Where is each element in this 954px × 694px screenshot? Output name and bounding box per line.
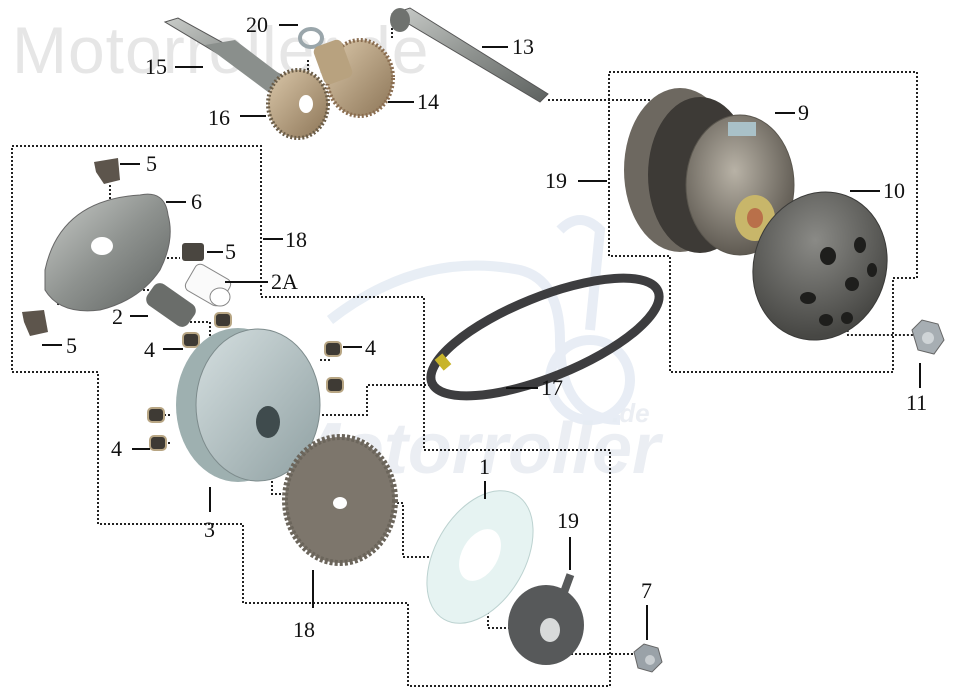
fan-disc-1 <box>426 490 534 624</box>
label-2: 2 <box>112 304 123 329</box>
slider-5-bottom <box>22 310 48 336</box>
label-2A: 2A <box>271 269 298 294</box>
drive-belt-15 <box>426 273 664 401</box>
variator-sleeve-2 <box>146 283 196 327</box>
label-19: 19 <box>557 508 579 533</box>
label-15: 17 <box>541 375 563 400</box>
nut-10 <box>911 319 945 355</box>
label-5-mid: 5 <box>225 239 236 264</box>
starter-gear-18 <box>282 434 398 566</box>
label-12: 14 <box>417 89 439 114</box>
label-9: 10 <box>883 178 905 203</box>
label-4-left: 4 <box>144 337 155 362</box>
drive-face-19 <box>508 573 584 665</box>
label-1: 1 <box>479 454 490 479</box>
label-10: 11 <box>906 390 928 415</box>
drive-shaft-11 <box>390 7 549 103</box>
label-18: 18 <box>293 617 315 642</box>
variator-pulley-3 <box>176 328 321 482</box>
nut-7 <box>633 643 663 673</box>
label-8: 9 <box>798 100 809 125</box>
label-11: 13 <box>512 34 534 59</box>
clutch-assembly-8 <box>624 88 795 256</box>
ramp-plate-6 <box>44 193 171 312</box>
roller-weights-4 <box>147 312 344 451</box>
final-gear-14 <box>266 68 330 140</box>
label-17: 19 <box>545 168 567 193</box>
label-13: 15 <box>145 54 167 79</box>
leader-lines <box>42 24 921 640</box>
label-7: 7 <box>641 578 652 603</box>
slider-5-mid <box>182 243 204 261</box>
label-5-bottom: 5 <box>66 333 77 358</box>
label-6: 6 <box>191 189 202 214</box>
label-14: 16 <box>208 105 230 130</box>
intermediate-gear-12 <box>313 38 395 118</box>
slider-5-top <box>94 158 120 184</box>
clutch-bell-9 <box>752 191 888 341</box>
label-3: 3 <box>204 517 215 542</box>
label-20: 20 <box>246 12 268 37</box>
label-16: 18 <box>285 227 307 252</box>
label-4-right: 4 <box>365 335 376 360</box>
bushing-2A <box>184 263 232 307</box>
washer-20 <box>298 27 324 49</box>
label-4-lower: 4 <box>111 436 122 461</box>
label-5-top: 5 <box>146 151 157 176</box>
